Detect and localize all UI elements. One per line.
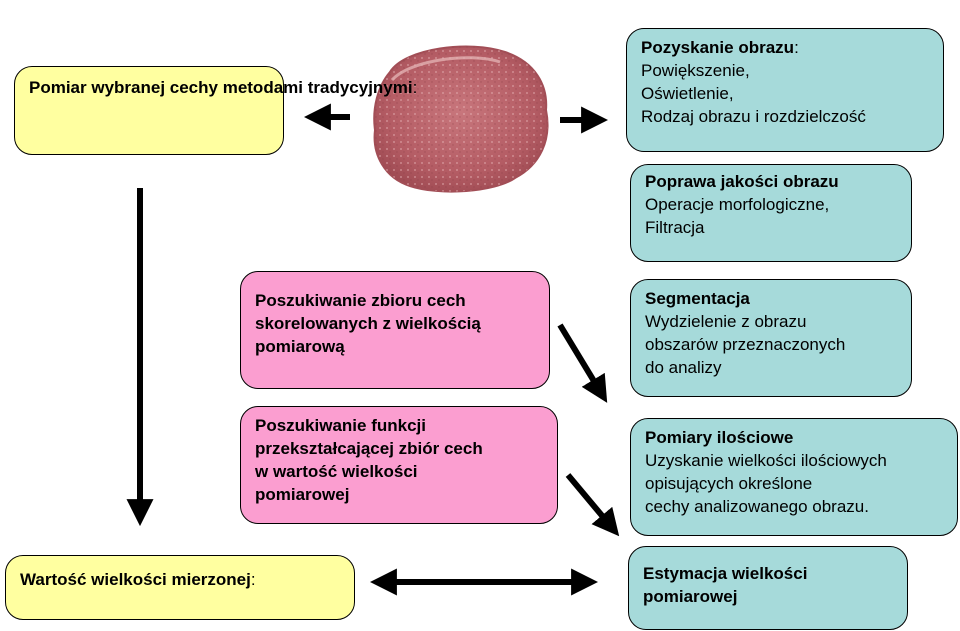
arrow-features-to-quantitative bbox=[560, 325, 603, 396]
measured-value-box: Wartość wielkości mierzonej: bbox=[5, 555, 355, 620]
estimation-line: Estymacja wielkości bbox=[643, 563, 893, 586]
estimation-line: pomiarowej bbox=[643, 586, 893, 609]
segmentation-line: Wydzielenie z obrazu bbox=[645, 311, 897, 334]
segmentation-title: Segmentacja bbox=[645, 288, 897, 311]
acquisition-line: Oświetlenie, bbox=[641, 83, 929, 106]
quantitative-line: Uzyskanie wielkości ilościowych bbox=[645, 450, 943, 473]
segmentation-line: do analizy bbox=[645, 357, 897, 380]
function-search-line: pomiarowej bbox=[255, 484, 543, 507]
feature-search-line: skorelowanych z wielkością bbox=[255, 313, 535, 336]
segmentation-line: obszarów przeznaczonych bbox=[645, 334, 897, 357]
enhancement-line: Filtracja bbox=[645, 217, 897, 240]
image-acquisition-box: Pozyskanie obrazu: Powiększenie, Oświetl… bbox=[626, 28, 944, 152]
acquisition-line: Rodzaj obrazu i rozdzielczość bbox=[641, 106, 929, 129]
feature-search-line: pomiarową bbox=[255, 336, 535, 359]
estimation-box: Estymacja wielkości pomiarowej bbox=[628, 546, 908, 630]
quantitative-measurements-title: Pomiary ilościowe bbox=[645, 427, 943, 450]
function-search-line: przekształcającej zbiór cech bbox=[255, 438, 543, 461]
acquisition-line: Powiększenie, bbox=[641, 60, 929, 83]
segmentation-box: Segmentacja Wydzielenie z obrazu obszaró… bbox=[630, 279, 912, 397]
function-search-box: Poszukiwanie funkcji przekształcającej z… bbox=[240, 406, 558, 524]
function-search-line: Poszukiwanie funkcji bbox=[255, 415, 543, 438]
image-enhancement-box: Poprawa jakości obrazu Operacje morfolog… bbox=[630, 164, 912, 262]
traditional-measurement-box: Pomiar wybranej cechy metodami tradycyjn… bbox=[14, 66, 284, 155]
quantitative-line: opisujących określone bbox=[645, 473, 943, 496]
function-search-line: w wartość wielkości bbox=[255, 461, 543, 484]
image-enhancement-title: Poprawa jakości obrazu bbox=[645, 171, 897, 194]
traditional-measurement-title: Pomiar wybranej cechy metodami tradycyjn… bbox=[29, 78, 413, 97]
measured-value-title: Wartość wielkości mierzonej bbox=[20, 570, 251, 589]
image-acquisition-title: Pozyskanie obrazu bbox=[641, 38, 794, 57]
feature-search-box: Poszukiwanie zbioru cech skorelowanych z… bbox=[240, 271, 550, 389]
quantitative-line: cechy analizowanego obrazu. bbox=[645, 496, 943, 519]
enhancement-line: Operacje morfologiczne, bbox=[645, 194, 897, 217]
feature-search-line: Poszukiwanie zbioru cech bbox=[255, 290, 535, 313]
arrow-function-to-estimation bbox=[568, 475, 614, 530]
quantitative-measurements-box: Pomiary ilościowe Uzyskanie wielkości il… bbox=[630, 418, 958, 536]
